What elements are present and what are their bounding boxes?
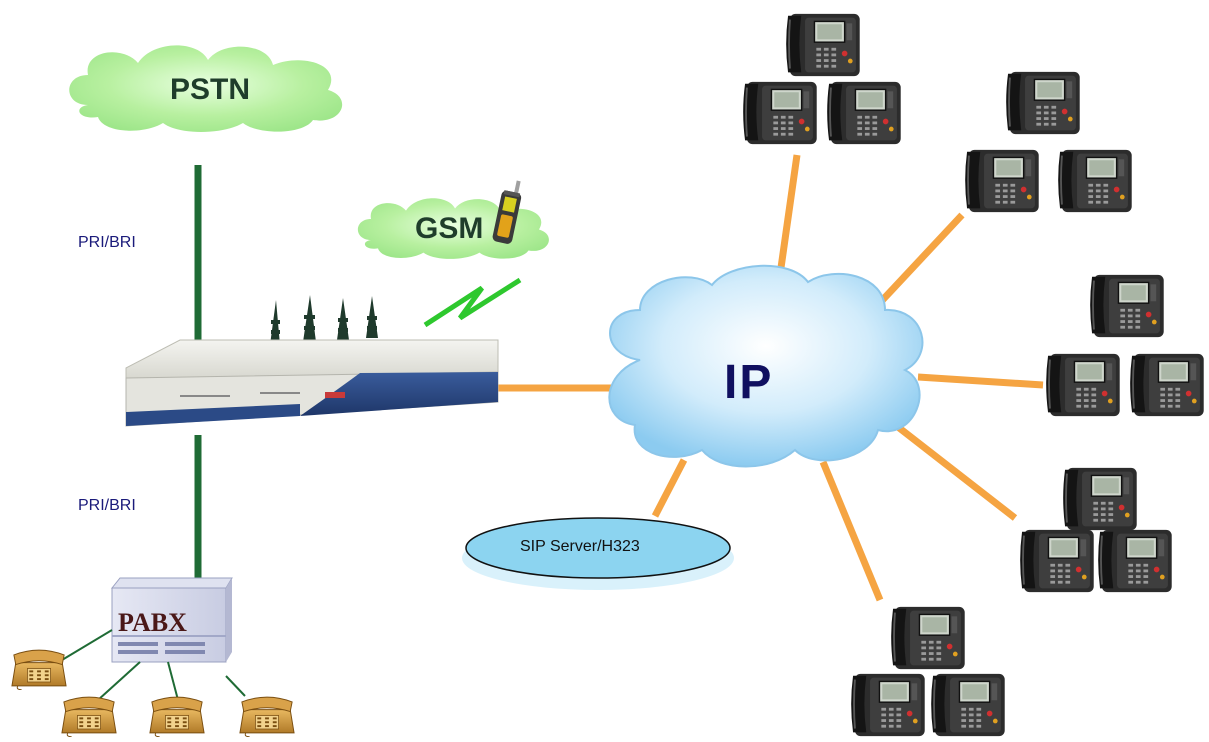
ip-phone-icon bbox=[826, 80, 902, 146]
desk-phone-icon bbox=[61, 696, 117, 737]
link-ip-phones-bottom bbox=[819, 460, 884, 602]
ip-phone-icon bbox=[1019, 528, 1095, 594]
pstn-label: PSTN bbox=[170, 73, 251, 106]
ip-label: IP bbox=[724, 356, 774, 409]
link-label-pstn: PRI/BRI bbox=[78, 234, 136, 251]
link-ip-phones-right bbox=[917, 373, 1044, 389]
pabx-label: PABX bbox=[118, 608, 187, 637]
pabx-links bbox=[61, 629, 246, 701]
ip-phone-icon bbox=[1005, 70, 1081, 136]
desk-phone-icon bbox=[11, 649, 67, 690]
ip-phone-group-lower-right bbox=[1019, 466, 1173, 594]
ip-phone-icon bbox=[890, 605, 966, 671]
desk-phone-icon bbox=[149, 696, 205, 737]
desk-phones bbox=[11, 649, 295, 737]
ip-phone-group-upper-right bbox=[964, 70, 1133, 214]
ip-phone-icon bbox=[1089, 273, 1165, 339]
ip-phone-icon bbox=[1129, 352, 1205, 418]
ip-phone-icon bbox=[742, 80, 818, 146]
link-ip-phones-lower-right bbox=[895, 424, 1018, 521]
mobile-phone-icon bbox=[492, 180, 522, 244]
ip-cloud bbox=[608, 264, 924, 468]
link-ip-sip bbox=[651, 458, 688, 518]
gsm-label: GSM bbox=[415, 212, 484, 245]
link-label-pabx: PRI/BRI bbox=[78, 497, 136, 514]
ip-phone-icon bbox=[1062, 466, 1138, 532]
ip-phone-icon bbox=[930, 672, 1006, 738]
gsm-gateway-icon bbox=[125, 295, 499, 427]
ip-phone-icon bbox=[1057, 148, 1133, 214]
ip-phone-icon bbox=[1045, 352, 1121, 418]
ip-phone-group-right bbox=[1045, 273, 1205, 418]
ip-phone-icon bbox=[964, 148, 1040, 214]
ip-phone-group-top bbox=[742, 12, 902, 146]
ip-phone-group-bottom bbox=[850, 605, 1006, 738]
sip-server-icon bbox=[462, 517, 734, 590]
ip-phone-icon bbox=[850, 672, 926, 738]
ip-phone-icon bbox=[1097, 528, 1173, 594]
sip-server-label: SIP Server/H323 bbox=[520, 538, 640, 555]
gsm-wireless-link bbox=[423, 277, 522, 328]
pabx-icon bbox=[110, 577, 233, 663]
ip-phone-icon bbox=[785, 12, 861, 78]
desk-phone-icon bbox=[239, 696, 295, 737]
